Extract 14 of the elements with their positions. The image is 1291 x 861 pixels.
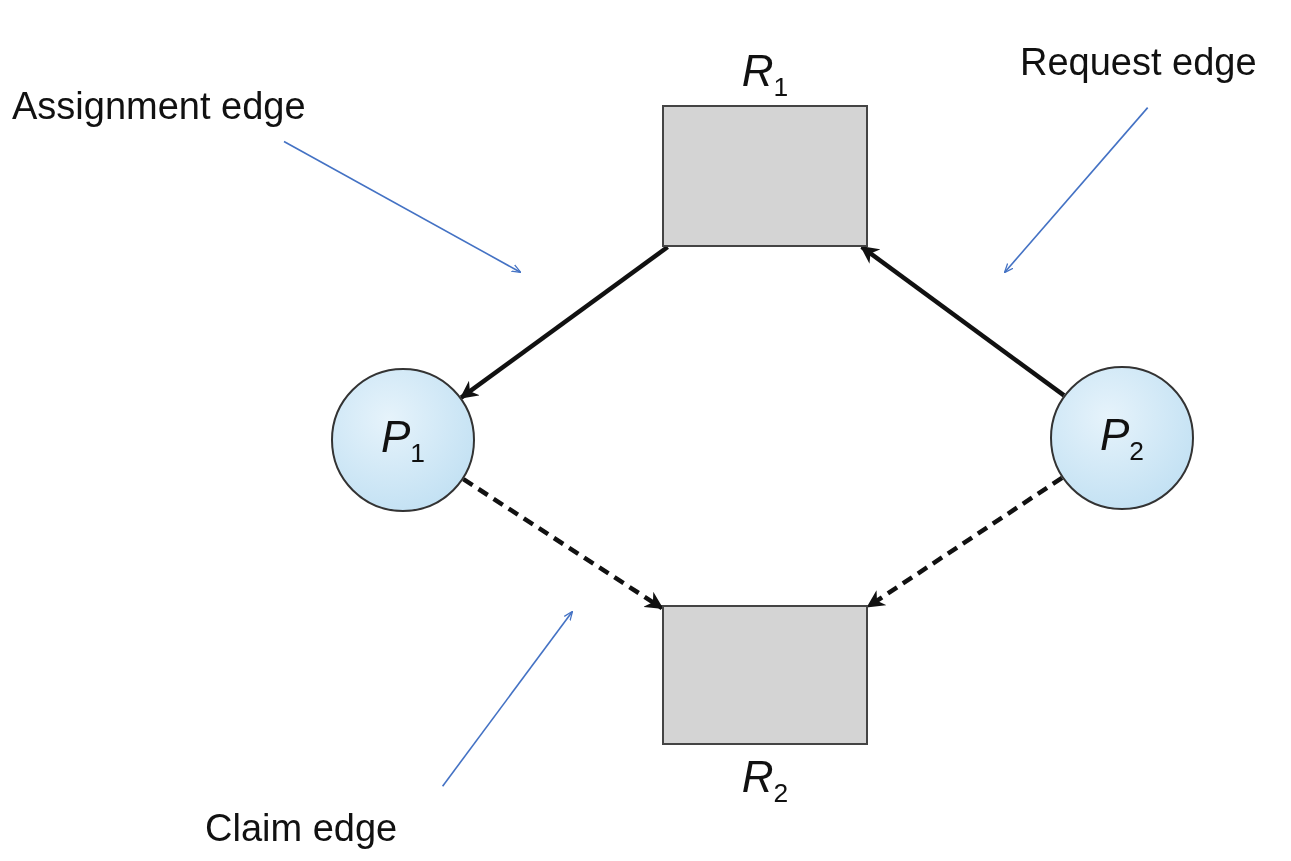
callout-text: Assignment edge <box>12 84 306 130</box>
leader-line <box>441 610 574 787</box>
arrow <box>866 475 1064 609</box>
leader-line <box>283 140 522 274</box>
arrow <box>459 245 669 400</box>
resource-label: R$_{1}$ <box>740 49 790 101</box>
resource-label: R$_{2}$ <box>740 755 790 807</box>
leader-line <box>1003 106 1149 274</box>
process-circle: P$_{1}$ <box>331 368 475 512</box>
callout-text: Claim edge <box>205 806 398 852</box>
process-circle: P$_{2}$ <box>1050 366 1194 510</box>
arrow <box>462 477 664 611</box>
callout-text: Request edge <box>1020 40 1257 86</box>
arrow <box>860 245 1066 398</box>
